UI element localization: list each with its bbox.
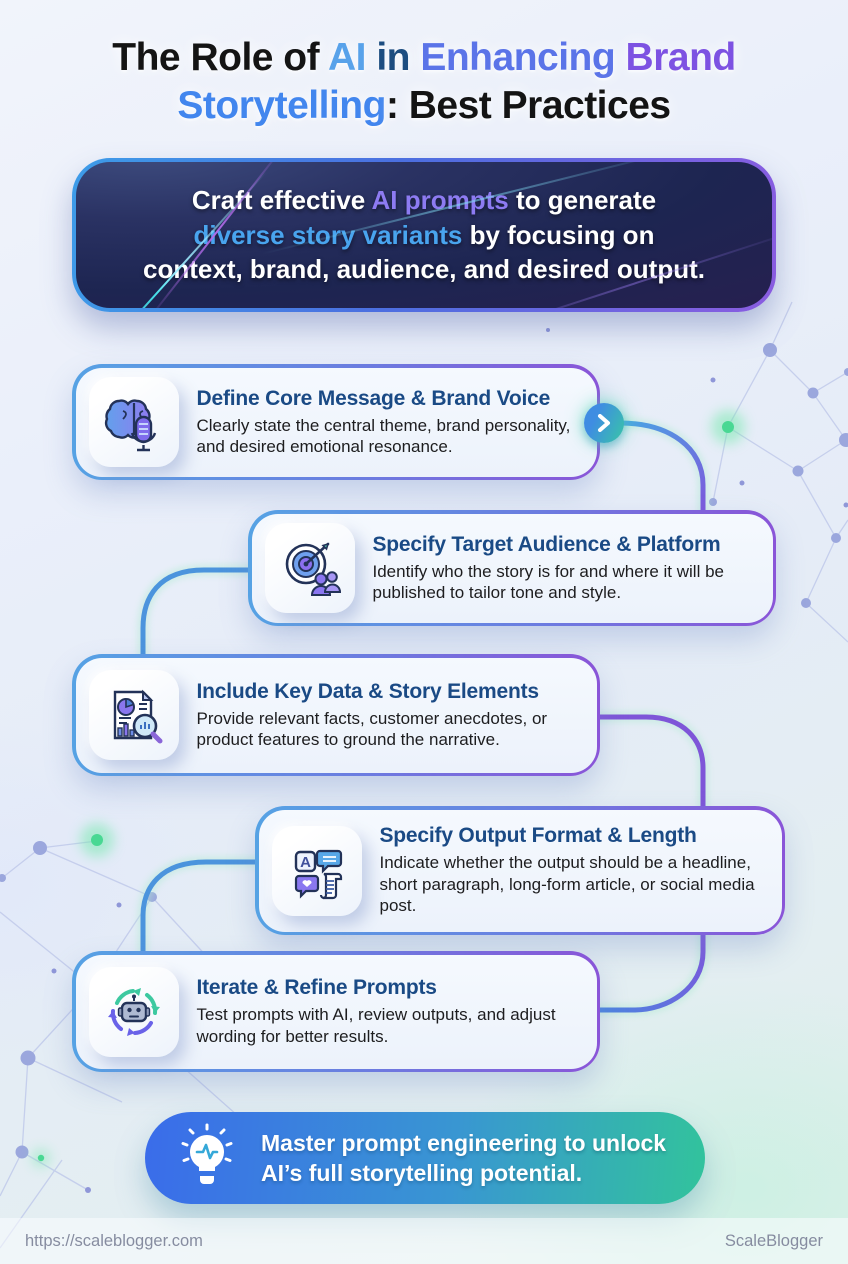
banner-line-2: diverse story variants by focusing on	[193, 219, 655, 250]
connector-step3-step4	[593, 714, 706, 813]
step-icon-tile: A	[271, 825, 362, 916]
page-title-line-2: Storytelling: Best Practices	[177, 83, 671, 127]
connector-lines	[140, 420, 706, 1013]
cta-line-2: AI’s full storytelling potential.	[261, 1160, 583, 1186]
connector-step4-step5-right	[593, 927, 706, 1013]
intro-banner: Craft effective AI prompts to generate d…	[72, 158, 776, 312]
step-title: Define Core Message & Brand Voice	[196, 386, 551, 410]
footer-bar: https://scaleblogger.com ScaleBlogger	[0, 1218, 848, 1264]
step-icon-tile	[264, 523, 355, 613]
step-card-define-core-message: Define Core Message & Brand Voice Clearl…	[72, 364, 600, 480]
step-title: Include Key Data & Story Elements	[196, 679, 540, 703]
lightbulb-pulse-icon	[181, 1123, 233, 1184]
cta-banner: Master prompt engineering to unlock AI’s…	[145, 1112, 705, 1204]
step-description: Provide relevant facts, customer anecdot…	[196, 708, 548, 749]
cta-line-1: Master prompt engineering to unlock	[261, 1129, 667, 1156]
banner-line-3: context, brand, audience, and desired ou…	[143, 254, 705, 285]
step-description: Clearly state the central theme, brand p…	[196, 415, 571, 456]
step-title: Iterate & Refine Prompts	[196, 976, 437, 1000]
step-icon-tile	[88, 966, 179, 1057]
connector-step2-step3	[140, 567, 257, 663]
step-description: Indicate whether the output should be a …	[379, 853, 755, 916]
iterate-robot-icon	[107, 987, 160, 1036]
page-title-line-1: The Role of AI in Enhancing Brand	[112, 36, 736, 79]
chevron-right-icon	[598, 414, 610, 432]
step-card-output-format: A Specify Output Format & Length Indicat…	[255, 806, 785, 935]
step-title: Specify Target Audience & Platform	[372, 532, 721, 556]
connector-step1-step2	[617, 420, 706, 519]
step-title: Specify Output Format & Length	[379, 824, 697, 848]
banner-line-1: Craft effective AI prompts to generate	[191, 185, 657, 216]
connector-step4-step5-left	[140, 859, 263, 959]
step-icon-tile	[88, 377, 179, 467]
brain-microphone-icon	[104, 399, 156, 452]
step-icon-tile	[88, 670, 179, 760]
page-title: The Role of AI in Enhancing Brand Storyt…	[0, 34, 848, 129]
step-card-iterate-refine: Iterate & Refine Prompts Test prompts wi…	[72, 951, 600, 1072]
step-description: Test prompts with AI, review outputs, an…	[196, 1005, 556, 1046]
svg-text:A: A	[300, 854, 311, 871]
step-description: Identify who the story is for and where …	[372, 561, 725, 602]
network-constellation-bottom-left	[0, 840, 266, 1249]
footer-url-link[interactable]: https://scaleblogger.com	[25, 1231, 203, 1250]
target-audience-icon	[285, 542, 341, 596]
footer-brand-label: ScaleBlogger	[724, 1231, 823, 1250]
step-card-key-data: Include Key Data & Story Elements Provid…	[72, 654, 600, 776]
data-document-magnifier-icon	[113, 689, 162, 744]
next-step-chevron-button[interactable]	[584, 403, 624, 443]
step-card-target-audience: Specify Target Audience & Platform Ident…	[248, 510, 776, 626]
output-format-icon: A	[294, 849, 342, 899]
